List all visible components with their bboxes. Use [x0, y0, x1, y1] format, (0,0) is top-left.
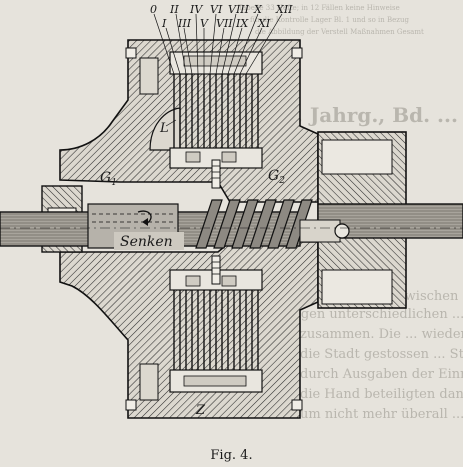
bleed-line-1: Tabelle 33 Hefte; in 12 Fällen keine Hin… — [238, 4, 400, 12]
bleed-para-6: die Hand beteiligten daneben und Vertrei… — [300, 387, 463, 402]
plate-labels: 0 I II III IV V VI VII VIII IX X XI XII — [150, 3, 293, 30]
bleed-para-4: die Stadt gestossen ... Stellungnahmen — [300, 347, 463, 362]
bleed-line-3: die Abbildung der Verstell Maßnahmen Ges… — [255, 28, 424, 36]
plate-label-1: I — [161, 17, 167, 30]
bleed-para-3: zusammen. Die ... wieder in — [300, 327, 463, 342]
worm-thread — [195, 199, 313, 249]
plate-label-7: VII — [216, 17, 233, 30]
plate-label-4: IV — [189, 3, 203, 16]
label-G1: G1 — [100, 170, 117, 188]
pocket-lower — [139, 363, 159, 401]
right-shaft — [299, 203, 463, 243]
plate-label-0: 0 — [150, 3, 157, 16]
label-Z: Z — [195, 403, 206, 418]
plate-label-12: XII — [275, 3, 293, 16]
plate-leaders — [153, 13, 283, 75]
upper-plate-pack — [169, 51, 263, 169]
plate-label-9: IX — [235, 17, 249, 30]
plate-label-6: VI — [210, 3, 223, 16]
label-L: L — [159, 121, 169, 136]
senken-label-bg — [114, 232, 184, 250]
bleed-para-7: um nicht mehr überall ... zu gelten — [300, 407, 463, 422]
plate-label-5: V — [200, 17, 209, 30]
adjusting-screws — [211, 159, 221, 285]
lower-plate-pack — [169, 269, 263, 393]
bleed-para-2: wegen unterschiedlichen ... umrechen. — [282, 307, 463, 322]
plate-label-3: III — [177, 17, 192, 30]
label-G2: G2 — [268, 168, 285, 186]
flange-bolts — [125, 47, 303, 411]
bleed-heading: 2. Jahrg., Bd. ... Berlin — [282, 103, 463, 127]
direction-arrow — [137, 210, 152, 226]
bleed-line-2: für die Kontrolle Lager Bl. 1 und so in … — [250, 16, 409, 24]
figure-caption: Fig. 4. — [210, 448, 253, 463]
bleed-para-5: durch Ausgaben der Einrichtung — [300, 367, 463, 382]
plate-label-10: X — [253, 3, 263, 16]
pocket-upper — [139, 57, 159, 95]
main-shaft — [0, 203, 301, 249]
label-L-leader — [165, 119, 177, 127]
plate-label-2: II — [169, 3, 179, 16]
label-senken: Senken — [120, 234, 173, 250]
plate-label-8: VIII — [228, 3, 250, 16]
plate-label-11: XI — [257, 17, 271, 30]
